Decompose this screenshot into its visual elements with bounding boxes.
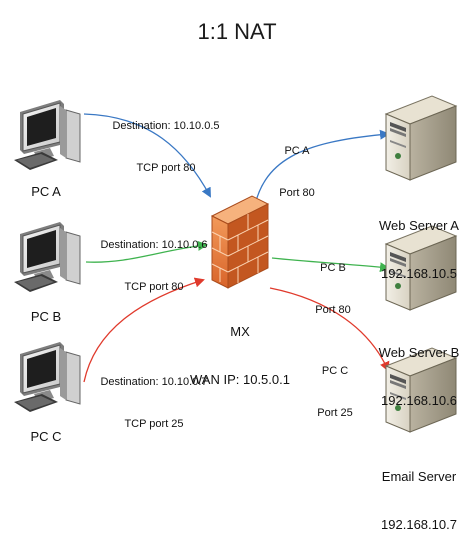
pc-a-label: PC A [31,184,61,199]
pc-c-edge-label: Destination: 10.10.0.7 TCP port 25 [94,347,214,445]
email-from: PC C [321,365,349,377]
web-b-from: PC B [320,262,346,274]
email-server-label: Email Server 192.168.10.7 [364,437,474,549]
link-mx-to-web-b [271,257,390,273]
pc-b-label: PC B [30,309,62,324]
pc-a-edge-label: Destination: 10.10.0.5 TCP port 80 [106,91,226,189]
email-server-ip: 192.168.10.7 [381,517,457,532]
web-server-a-ip: 192.168.10.5 [381,266,457,281]
web-server-a-icon [385,95,457,181]
pc-b-edge-label: Destination: 10.10.0.6 TCP port 80 [94,210,214,308]
pc-b-port: TCP port 80 [124,281,184,293]
link-pc-a-to-mx [83,113,211,198]
diagram-canvas [13,95,457,433]
pc-b-destination: Destination: 10.10.0.6 [100,239,208,251]
pc-a-icon [13,99,81,171]
pc-c-destination: Destination: 10.10.0.7 [100,376,208,388]
link-pc-c-to-mx [83,277,205,383]
firewall-wan-ip: WAN IP: 10.5.0.1 [190,372,290,387]
web-server-b-name: Web Server B [378,345,460,360]
web-b-edge-label: PC B Port 80 [308,233,358,331]
firewall-label: MX WAN IP: 10.5.0.1 [180,292,300,404]
firewall-icon [210,195,270,289]
email-port: Port 25 [317,407,353,419]
email-edge-label: PC C Port 25 [310,336,360,434]
web-server-a-label: Web Server A 192.168.10.5 [364,186,474,298]
link-pc-b-to-mx [85,240,208,263]
pc-b-icon [13,221,81,293]
web-b-port: Port 80 [315,304,351,316]
web-server-b-label: Web Server B 192.168.10.6 [364,313,474,425]
diagram-title: 1:1 NAT [197,19,277,44]
link-mx-to-email [269,287,390,372]
web-server-b-ip: 192.168.10.6 [381,393,457,408]
web-a-port: Port 80 [279,187,315,199]
firewall-name: MX [230,324,250,339]
pc-c-port: TCP port 25 [124,418,184,430]
pc-a-port: TCP port 80 [136,162,196,174]
link-mx-to-web-a [252,129,390,215]
web-a-edge-label: PC A Port 80 [272,116,322,214]
email-server-name: Email Server [381,469,457,484]
pc-c-icon [13,341,81,413]
web-server-a-name: Web Server A [379,218,459,233]
pc-a-destination: Destination: 10.10.0.5 [112,120,220,132]
web-a-from: PC A [284,145,310,157]
pc-c-label: PC C [30,429,62,444]
